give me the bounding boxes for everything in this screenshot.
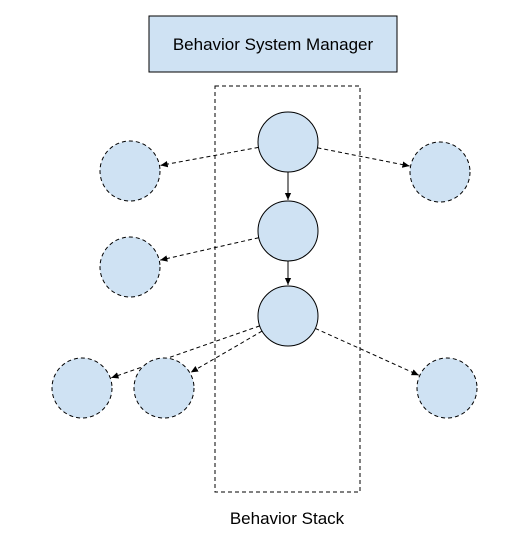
node-stack-middle <box>257 200 319 262</box>
behavior-stack-label: Behavior Stack <box>230 509 345 528</box>
node-side-right-1 <box>409 141 471 203</box>
node-side-left-2 <box>99 236 161 298</box>
edge-stack-top-to-side-left-1 <box>160 146 259 168</box>
node-side-left-3a <box>51 357 113 419</box>
edge-stack-middle-to-side-left-2 <box>160 237 259 262</box>
behavior-system-manager-label: Behavior System Manager <box>173 35 374 54</box>
nodes-layer <box>51 111 478 419</box>
node-side-left-1 <box>99 140 161 202</box>
node-stack-top <box>257 111 319 173</box>
behavior-system-manager-box: Behavior System Manager <box>148 15 398 73</box>
edge-stack-bottom-to-side-right-3 <box>315 327 420 376</box>
node-side-right-3 <box>416 357 478 419</box>
node-side-left-3b <box>133 357 195 419</box>
edges-layer <box>111 146 420 379</box>
behavior-stack-container <box>214 85 361 493</box>
node-stack-bottom <box>257 285 319 347</box>
edge-stack-bottom-to-side-left-3a <box>111 325 260 379</box>
edge-stack-top-to-side-right-1 <box>317 147 410 168</box>
